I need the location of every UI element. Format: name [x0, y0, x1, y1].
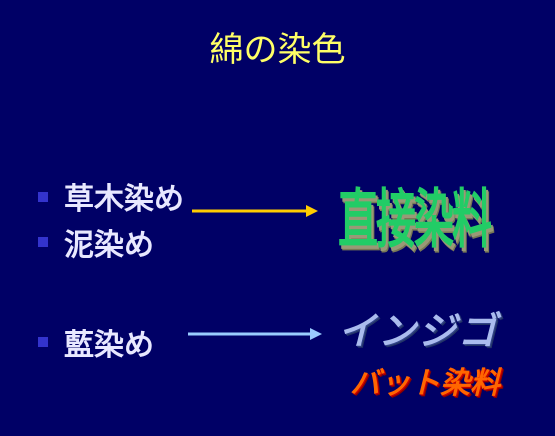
direct-dye-wordart: 直接染料: [338, 184, 492, 258]
arrow-to-indigo: [188, 328, 322, 340]
bullet-item-kusaki: 草木染め: [64, 182, 184, 217]
bullet-item-doro: 泥染め: [64, 228, 154, 263]
arrow-to-direct-dye: [192, 205, 318, 217]
bullet-marker: [38, 237, 48, 247]
indigo-wordart: インジゴ: [338, 309, 499, 353]
bullet-marker: [38, 337, 48, 347]
bullet-item-ai: 藍染め: [64, 328, 154, 363]
bullet-marker: [38, 192, 48, 202]
vat-dye-wordart: バット染料: [350, 366, 500, 401]
slide-title: 綿の染色: [209, 30, 346, 70]
